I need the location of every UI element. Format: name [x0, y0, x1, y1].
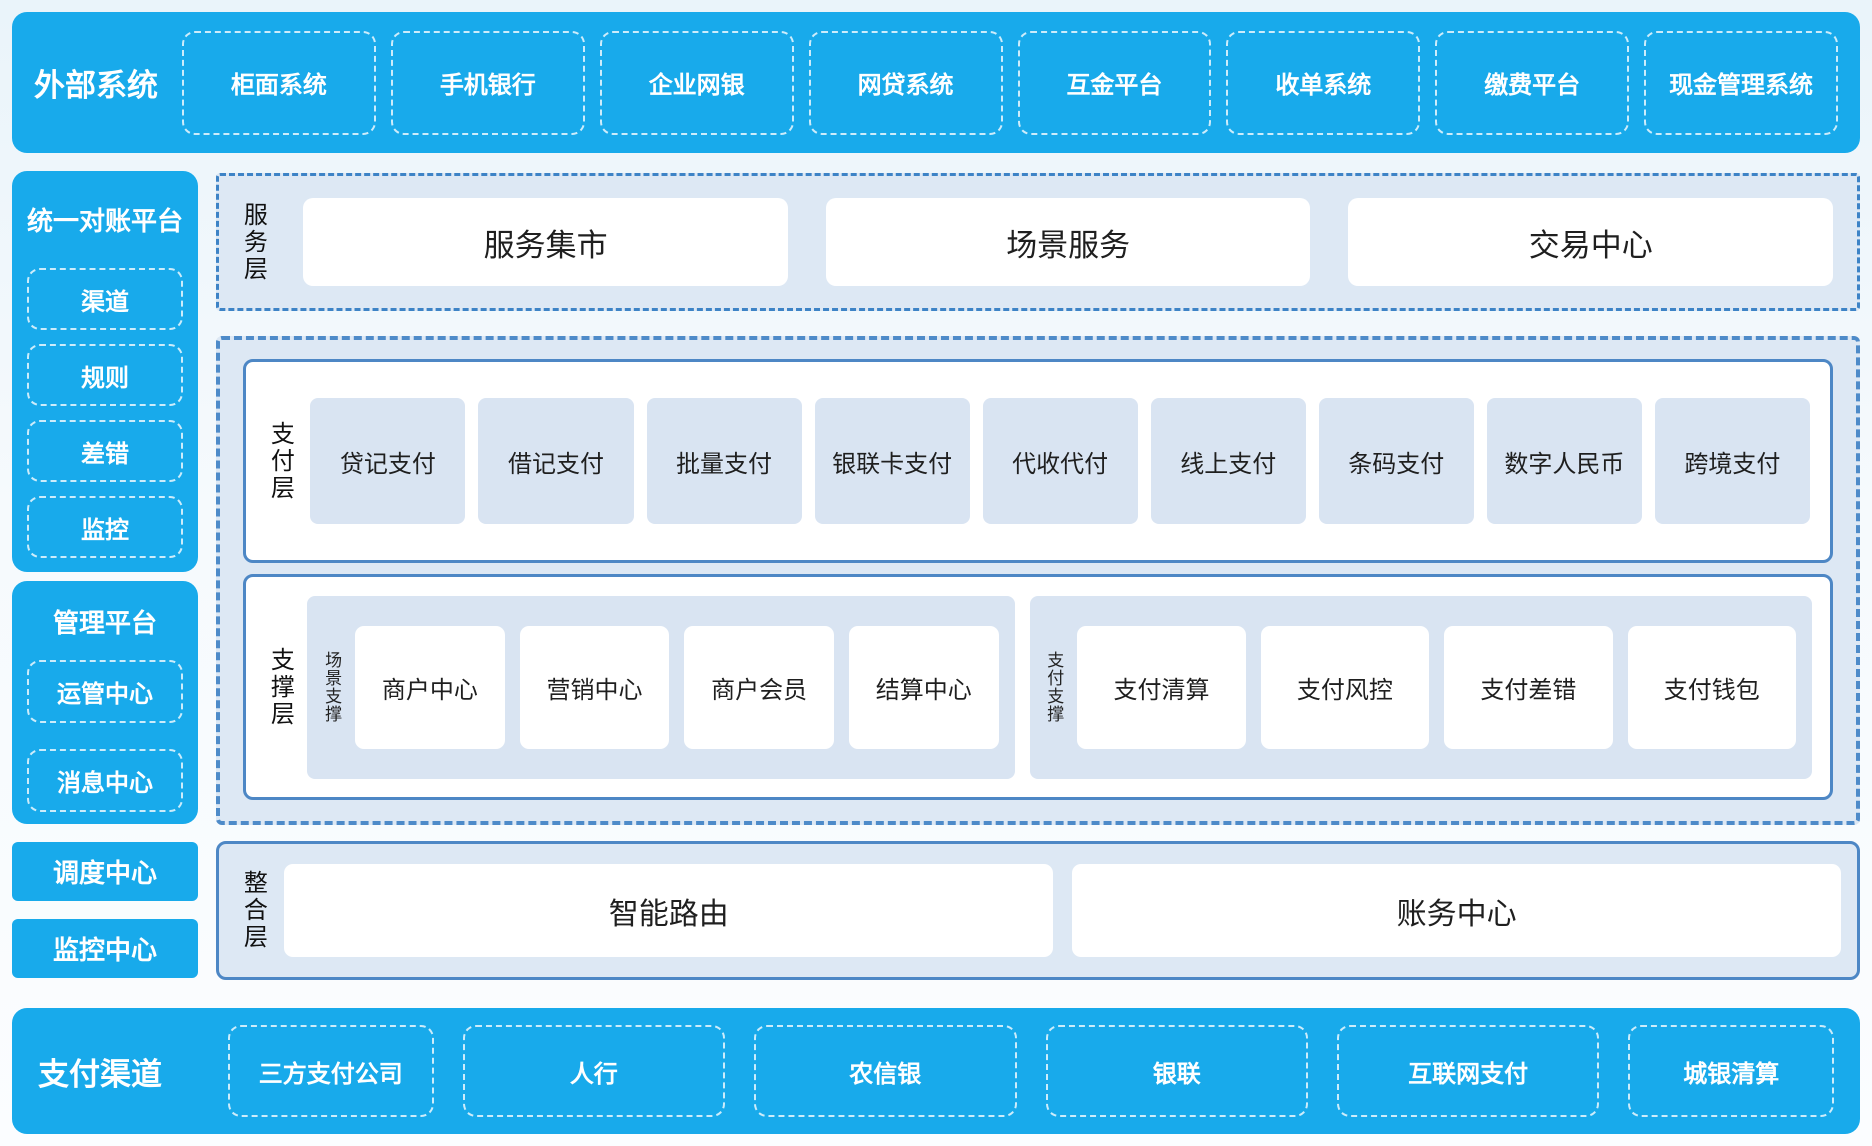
management-platform-panel: 管理平台 运管中心 消息中心	[12, 581, 198, 824]
payment-item: 银联卡支付	[814, 398, 970, 524]
reconciliation-item: 规则	[27, 344, 183, 406]
payment-channel-box: 人行	[462, 1025, 726, 1117]
external-system-box: 现金管理系统	[1644, 30, 1838, 135]
payment-item: 线上支付	[1150, 398, 1306, 524]
monitor-center-box: 监控中心	[12, 919, 198, 978]
service-layer-box: 场景服务	[825, 198, 1311, 286]
payment-support-item: 支付风控	[1260, 625, 1430, 749]
left-column: 统一对账平台 渠道 规则 差错 监控 管理平台 运管中心 消息中心 调度中心 监…	[12, 171, 198, 982]
scene-support-item: 结算中心	[848, 625, 999, 749]
external-system-box: 柜面系统	[182, 30, 376, 135]
management-item: 消息中心	[27, 749, 183, 812]
reconciliation-platform-panel: 统一对账平台 渠道 规则 差错 监控	[12, 171, 198, 572]
external-system-box: 企业网银	[599, 30, 794, 135]
reconciliation-platform-title: 统一对账平台	[26, 206, 183, 236]
service-layer-box: 交易中心	[1348, 198, 1833, 286]
payment-channels-bar: 支付渠道 三方支付公司 人行 农信银 银联 互联网支付 城银清算	[12, 1008, 1860, 1134]
scene-support-item: 商户会员	[684, 625, 834, 749]
support-layer-label: 支撑层	[266, 646, 294, 728]
external-systems-items: 柜面系统 手机银行 企业网银 网贷系统 互金平台 收单系统 缴费平台 现金管理系…	[182, 30, 1838, 135]
payment-channels-title: 支付渠道	[38, 1056, 162, 1092]
payment-channel-box: 城银清算	[1628, 1025, 1834, 1117]
external-system-box: 缴费平台	[1435, 30, 1630, 135]
service-layer-box: 服务集市	[303, 198, 788, 286]
external-systems-title: 外部系统	[34, 68, 158, 103]
service-layer-label: 服务层	[239, 201, 267, 283]
payment-channels-items: 三方支付公司 人行 农信银 银联 互联网支付 城银清算	[228, 1025, 1834, 1117]
payment-layer: 支付层 贷记支付 借记支付 批量支付 银联卡支付 代收代付 线上支付 条码支付 …	[243, 359, 1833, 563]
payment-item: 条码支付	[1318, 398, 1474, 524]
architecture-diagram: 外部系统 柜面系统 手机银行 企业网银 网贷系统 互金平台 收单系统 缴费平台 …	[12, 12, 1860, 1134]
integration-box: 账务中心	[1072, 864, 1842, 957]
payment-support-item: 支付钱包	[1627, 625, 1797, 749]
payment-support-item: 支付清算	[1077, 625, 1246, 749]
payment-item: 代收代付	[982, 398, 1138, 524]
reconciliation-item: 渠道	[27, 268, 183, 330]
payment-channel-box: 互联网支付	[1336, 1025, 1600, 1117]
scene-support-group: 场景支撑 商户中心 营销中心 商户会员 结算中心	[307, 595, 1015, 779]
integration-layer-label: 整合层	[239, 870, 267, 951]
payment-support-item: 支付差错	[1444, 625, 1613, 749]
core-layers-container: 支付层 贷记支付 借记支付 批量支付 银联卡支付 代收代付 线上支付 条码支付 …	[216, 336, 1860, 825]
scene-support-label: 场景支撑	[322, 651, 342, 723]
external-system-box: 网贷系统	[808, 30, 1003, 135]
payment-support-group: 支付支撑 支付清算 支付风控 支付差错 支付钱包	[1029, 595, 1812, 779]
external-system-box: 手机银行	[390, 30, 585, 135]
external-system-box: 互金平台	[1017, 30, 1212, 135]
management-item: 运管中心	[27, 660, 183, 723]
payment-item: 借记支付	[478, 398, 634, 524]
service-layer: 服务层 服务集市 场景服务 交易中心	[216, 173, 1860, 311]
payment-channel-box: 三方支付公司	[228, 1025, 434, 1117]
payment-layer-label: 支付层	[266, 420, 294, 502]
main-stack: 服务层 服务集市 场景服务 交易中心 支付层 贷记支付 借记支付 批量支付 银联…	[216, 171, 1860, 982]
management-platform-title: 管理平台	[52, 608, 157, 638]
external-system-box: 收单系统	[1226, 30, 1421, 135]
reconciliation-item: 差错	[27, 420, 183, 482]
external-systems-bar: 外部系统 柜面系统 手机银行 企业网银 网贷系统 互金平台 收单系统 缴费平台 …	[12, 12, 1860, 153]
scene-support-item: 营销中心	[519, 625, 670, 749]
reconciliation-item: 监控	[27, 496, 183, 558]
payment-channel-box: 农信银	[754, 1025, 1017, 1117]
payment-channel-box: 银联	[1045, 1025, 1308, 1117]
dispatch-center-box: 调度中心	[12, 842, 198, 901]
scene-support-item: 商户中心	[355, 625, 505, 749]
payment-support-label: 支付支撑	[1044, 651, 1064, 723]
support-layer: 支撑层 场景支撑 商户中心 营销中心 商户会员 结算中心 支付支撑 支付清算 支…	[243, 574, 1833, 800]
integration-layer: 整合层 智能路由 账务中心	[216, 841, 1860, 980]
integration-box: 智能路由	[284, 864, 1054, 957]
payment-item: 数字人民币	[1486, 398, 1642, 524]
payment-item: 贷记支付	[310, 398, 466, 524]
payment-item: 跨境支付	[1654, 398, 1810, 524]
payment-item: 批量支付	[646, 398, 802, 524]
